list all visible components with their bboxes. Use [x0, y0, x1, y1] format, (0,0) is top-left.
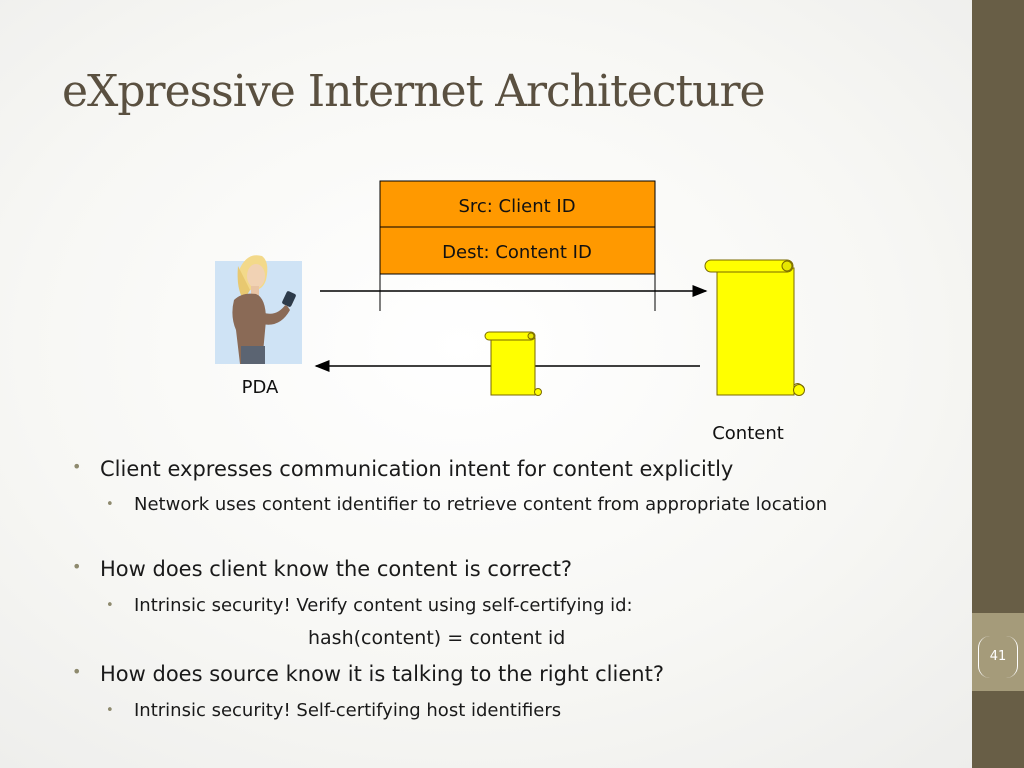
page-number: 41 [978, 636, 1018, 678]
small-scroll-icon [484, 331, 542, 396]
network-diagram: Src: Client ID Dest: Content ID PDA Cont… [215, 180, 805, 444]
bullet-dot-icon: • [72, 457, 82, 476]
woman-with-pda-icon [215, 255, 302, 364]
content-label: Content [712, 423, 784, 444]
bullet-dot-icon: • [106, 703, 114, 718]
packet-header: Src: Client ID Dest: Content ID [379, 180, 656, 311]
bullet-dot-icon: • [72, 662, 82, 681]
bullet-dot-icon: • [106, 497, 114, 512]
packet-dest-field [379, 226, 656, 275]
packet-src-label: Src: Client ID [458, 196, 575, 217]
packet-dest-label: Dest: Content ID [442, 242, 592, 263]
slide-title: eXpressive Internet Architecture [62, 66, 766, 117]
packet-src-field [379, 180, 656, 228]
bullet-dot-icon: • [106, 598, 114, 613]
bullet-dot-icon: • [72, 557, 82, 576]
pda-label: PDA [242, 377, 279, 398]
page-number-tab [972, 613, 1024, 691]
large-scroll-icon [704, 259, 805, 396]
hash-formula: hash(content) = content id [308, 627, 566, 649]
